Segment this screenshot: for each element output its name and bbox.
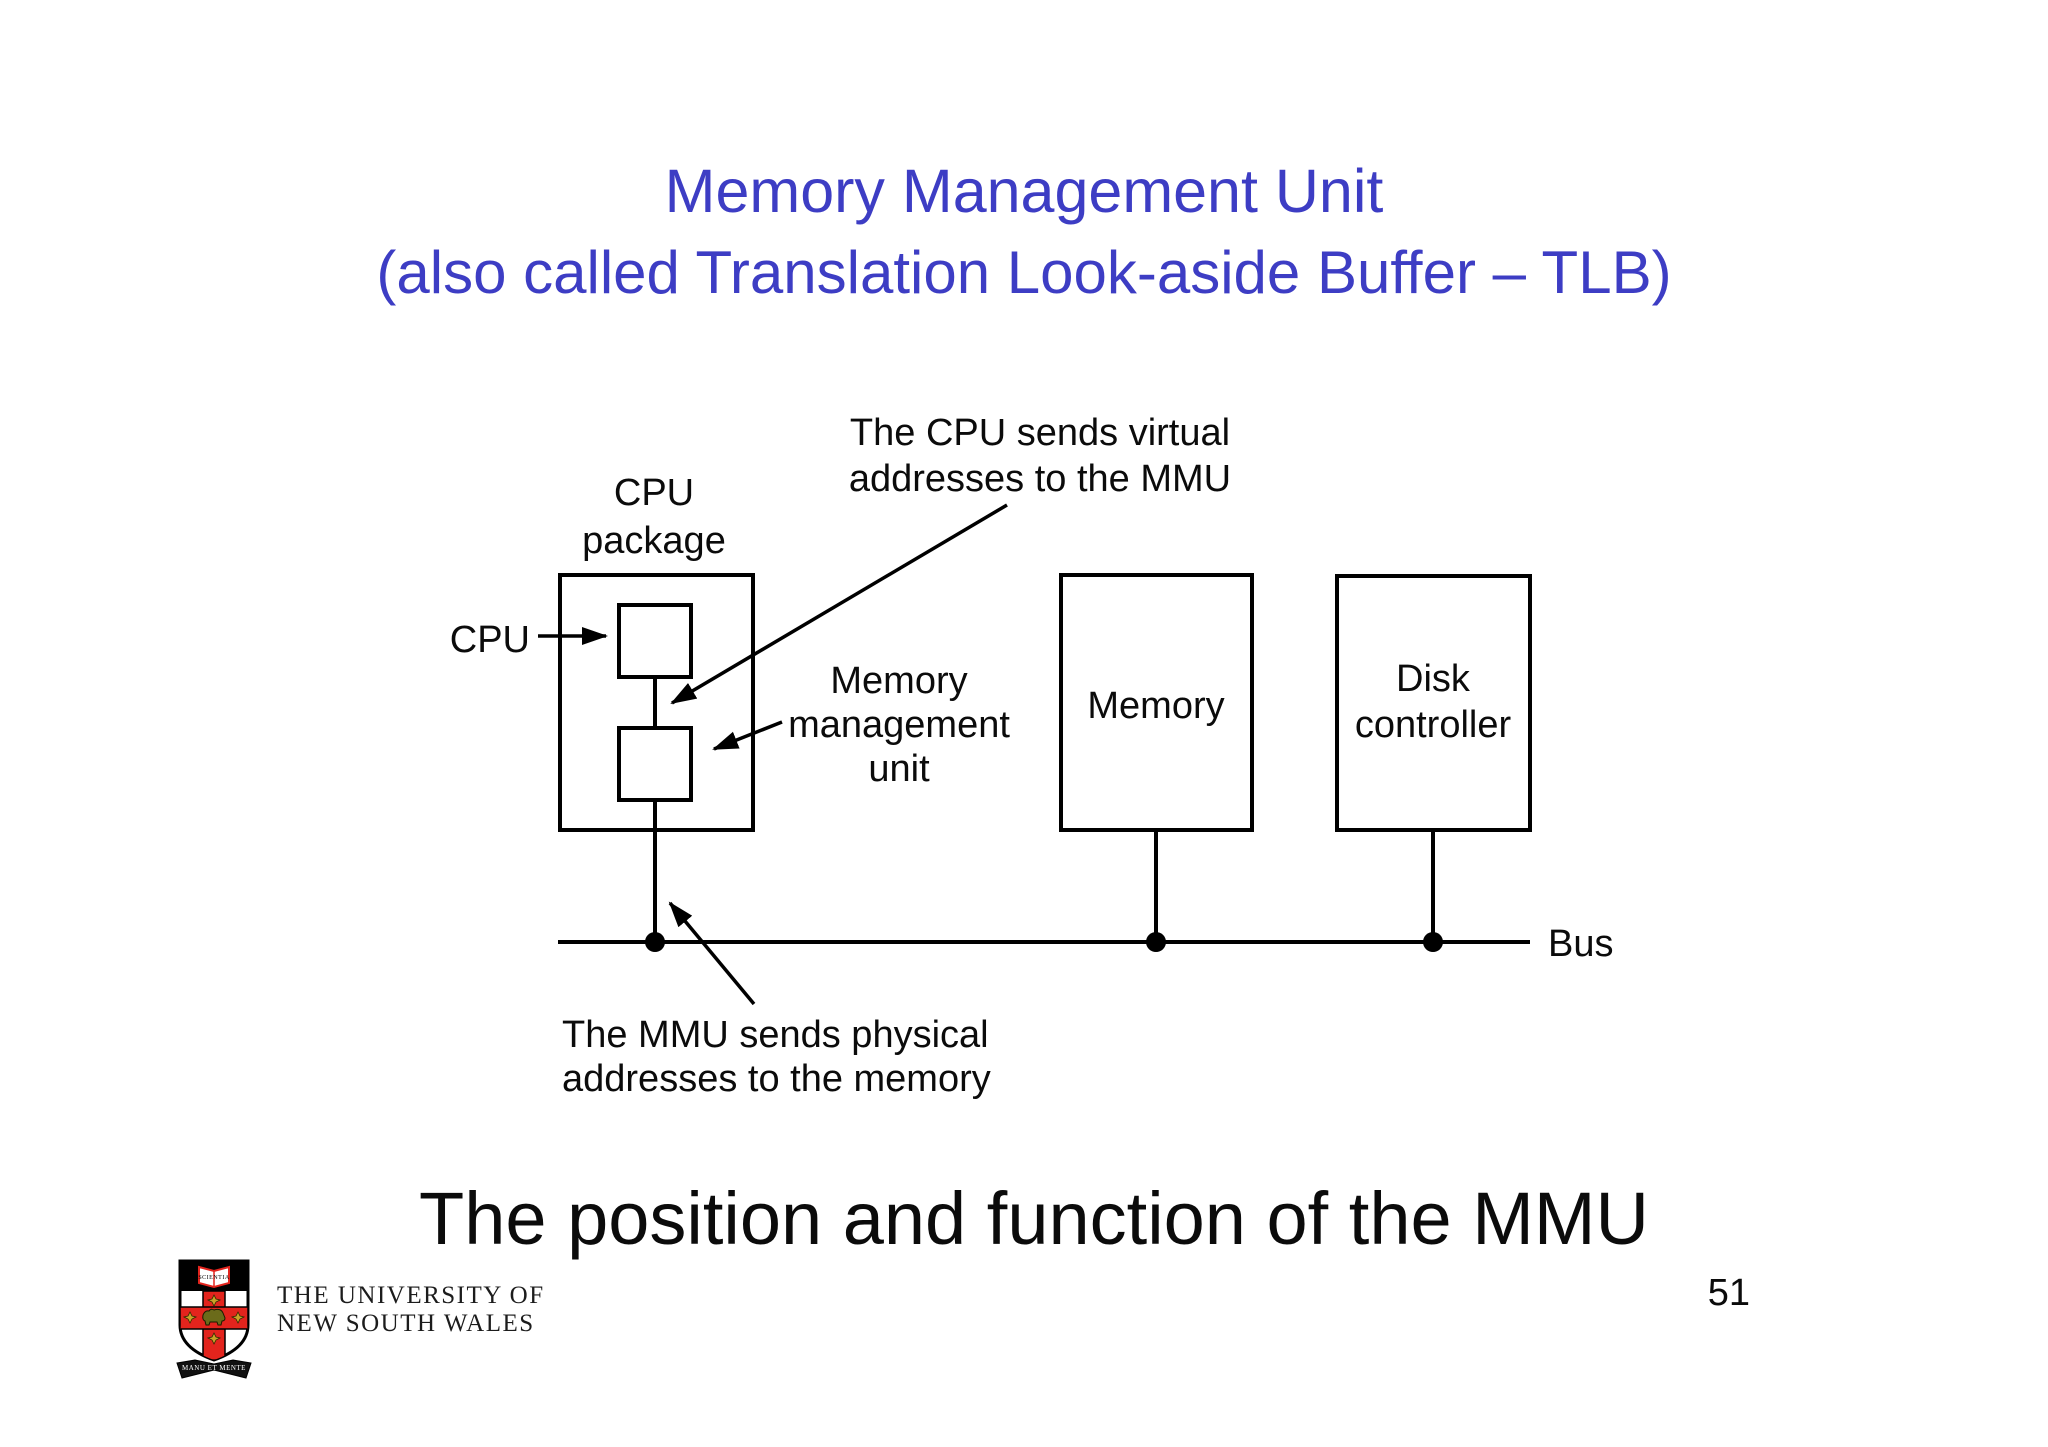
crest-star-right bbox=[230, 1311, 246, 1324]
crest-star-top bbox=[206, 1294, 222, 1307]
cpu-package-label-line1: CPU bbox=[614, 472, 694, 514]
bus-junction-dot-disk bbox=[1423, 932, 1443, 952]
university-name-line1: THE UNIVERSITY OF bbox=[277, 1282, 545, 1309]
bus-junction-dot-mmu bbox=[645, 932, 665, 952]
crest-book-text: SCIENTIA bbox=[198, 1275, 229, 1281]
virtual-note-line1: The CPU sends virtual bbox=[850, 412, 1230, 454]
physical-address-arrow bbox=[668, 901, 756, 1006]
mmu-label-line3: unit bbox=[868, 748, 930, 790]
disk-box-label-line1: Disk bbox=[1396, 658, 1471, 700]
university-name-line2: NEW SOUTH WALES bbox=[277, 1309, 535, 1337]
cpu-square bbox=[617, 603, 693, 679]
virtual-address-arrow bbox=[670, 503, 1008, 705]
physical-note-line1: The MMU sends physical bbox=[562, 1014, 989, 1056]
slide-caption: The position and function of the MMU bbox=[419, 1177, 1649, 1260]
page-number: 51 bbox=[1707, 1272, 1750, 1314]
mmu-label-arrow bbox=[712, 720, 783, 751]
virtual-note-line2: addresses to the MMU bbox=[849, 458, 1231, 500]
crest-scroll bbox=[176, 1359, 252, 1379]
bus-label: Bus bbox=[1548, 923, 1613, 965]
memory-box-label: Memory bbox=[1087, 685, 1224, 727]
crest-lion-icon bbox=[202, 1308, 226, 1326]
crest-star-left bbox=[182, 1311, 198, 1324]
memory-box bbox=[1059, 573, 1254, 832]
disk-controller-box bbox=[1335, 574, 1532, 832]
cpu-package-label-line2: package bbox=[582, 520, 726, 562]
crest-motto-text: MANU ET MENTE bbox=[182, 1364, 246, 1372]
slide-title: Memory Management Unit (also called Tran… bbox=[0, 150, 2048, 314]
bus-junction-dot-memory bbox=[1146, 932, 1166, 952]
mmu-label-line1: Memory bbox=[830, 660, 967, 702]
slide-title-line2: (also called Translation Look-aside Buff… bbox=[376, 239, 1672, 306]
crest-star-bottom bbox=[206, 1332, 222, 1345]
unsw-crest-icon: SCIENTIA MANU ET MENTE bbox=[176, 1259, 252, 1379]
mmu-square bbox=[617, 726, 693, 802]
slide-title-line1: Memory Management Unit bbox=[664, 157, 1384, 225]
physical-note-line2: addresses to the memory bbox=[562, 1058, 991, 1100]
mmu-label-line2: management bbox=[788, 704, 1010, 746]
university-name: THE UNIVERSITY OF NEW SOUTH WALES bbox=[277, 1282, 545, 1337]
cpu-label: CPU bbox=[450, 619, 530, 661]
disk-box-label-line2: controller bbox=[1355, 704, 1512, 746]
